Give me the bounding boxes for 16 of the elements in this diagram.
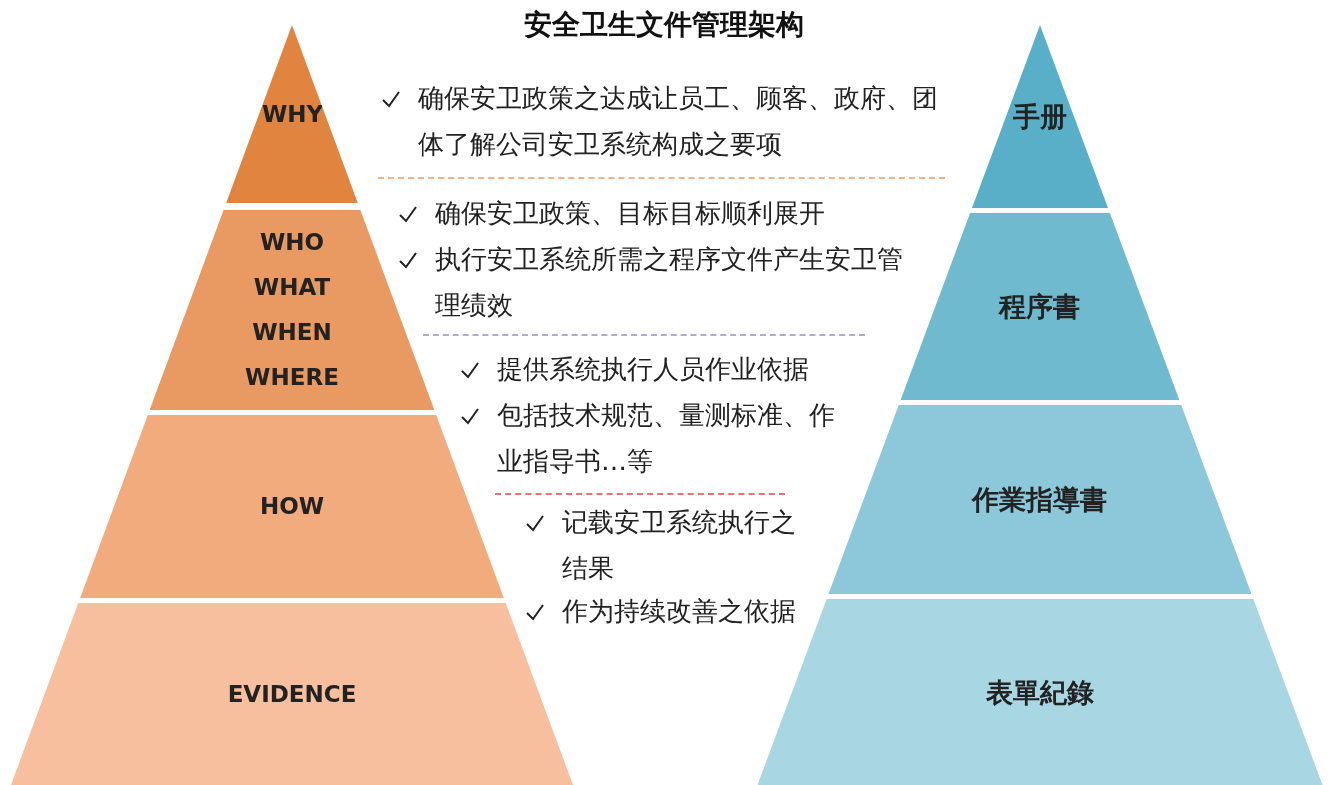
- layer-label: 作業指導書: [970, 483, 1109, 517]
- bullet-text: 作为持续改善之依据: [562, 595, 797, 628]
- layer-label: 程序書: [997, 290, 1082, 324]
- bullet-text: 确保安卫政策之达成让员工、顾客、政府、团体了解公司安卫系统构成之要项: [418, 82, 939, 161]
- layer-label: 表單紀錄: [985, 675, 1095, 710]
- bullet-text: 提供系统执行人员作业依据: [497, 353, 810, 386]
- bullet-text: 记载安卫系统执行之结果: [562, 506, 797, 585]
- layer-label: WHY: [262, 99, 322, 129]
- layer-label: EVIDENCE: [226, 679, 358, 709]
- layer-label: 手册: [1012, 100, 1068, 134]
- bullet-text: 包括技术规范、量测标准、作业指导书…等: [497, 399, 836, 478]
- layer-label: HOW: [258, 492, 326, 521]
- bullet-text: 确保安卫政策、目标目标顺利展开: [435, 197, 826, 230]
- bullet-text: 执行安卫系统所需之程序文件产生安卫管理绩效: [435, 243, 904, 322]
- title: 安全卫生文件管理架构: [523, 7, 805, 43]
- layer-label: WHO WHAT WHEN WHERE: [244, 228, 340, 392]
